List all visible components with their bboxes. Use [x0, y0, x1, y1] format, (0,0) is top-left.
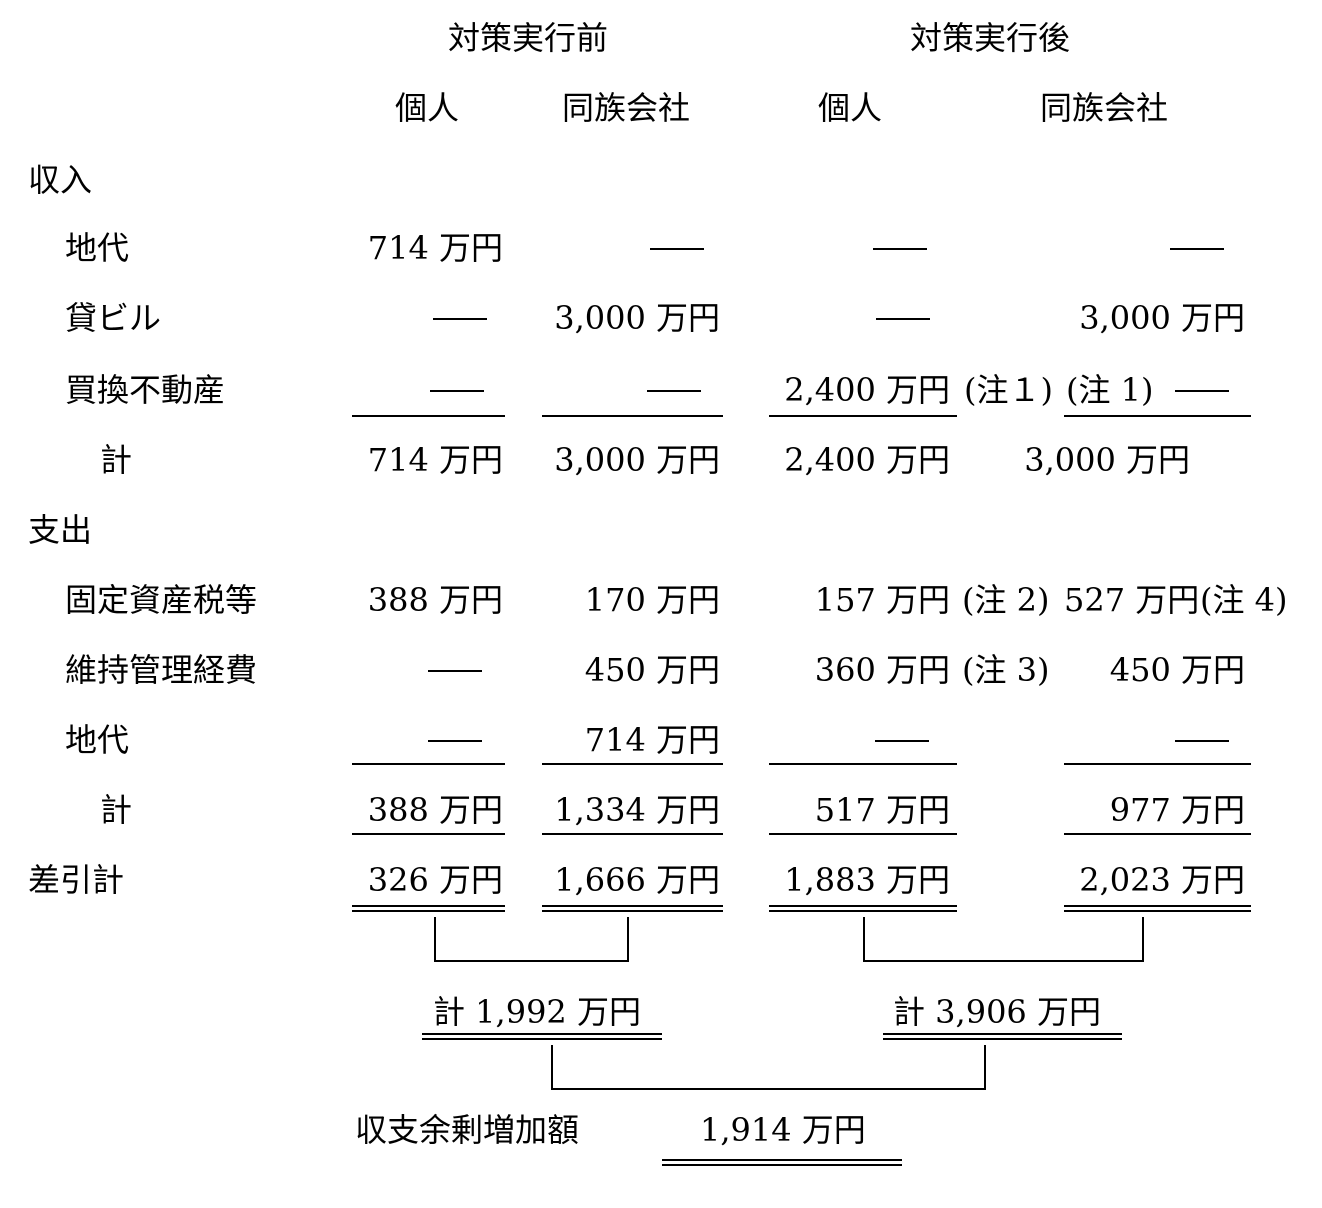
dash	[430, 390, 484, 392]
bracket	[434, 960, 629, 962]
note-2: (注 2)	[962, 581, 1050, 619]
income-total-before-company: 3,000 万円	[554, 441, 720, 479]
bracket	[984, 1045, 986, 1089]
dash	[1175, 390, 1229, 392]
underline	[769, 415, 957, 417]
expense-property-tax-after-company: 527 万円	[1064, 581, 1200, 619]
note-1b: (注 1)	[1066, 371, 1154, 409]
double-underline	[352, 905, 505, 912]
expense-total-before-company: 1,334 万円	[554, 791, 720, 829]
dash	[875, 740, 929, 742]
income-land-rent-before-individual: 714 万円	[367, 229, 503, 267]
bracket	[863, 917, 865, 961]
expense-property-tax-before-company: 170 万円	[584, 581, 720, 619]
expense-land-rent-label: 地代	[65, 721, 130, 759]
income-rental-building-label: 貸ビル	[65, 299, 162, 337]
bracket	[551, 1088, 986, 1090]
underline	[769, 833, 957, 835]
dash	[428, 740, 482, 742]
header-before-individual: 個人	[395, 89, 460, 127]
double-underline	[422, 1033, 662, 1040]
double-underline	[769, 905, 957, 912]
double-underline	[883, 1033, 1122, 1040]
underline	[542, 415, 723, 417]
underline	[1064, 833, 1251, 835]
expense-land-rent-before-company: 714 万円	[584, 721, 720, 759]
income-rental-building-after-company: 3,000 万円	[1079, 299, 1245, 337]
expense-total-before-individual: 388 万円	[367, 791, 503, 829]
double-underline	[662, 1159, 902, 1166]
surplus-label: 収支余剰増加額	[355, 1111, 580, 1149]
bracket	[434, 917, 436, 961]
note-4: (注 4)	[1200, 581, 1288, 619]
income-replacement-after-individual: 2,400 万円	[784, 371, 950, 409]
income-replacement-label: 買換不動産	[65, 371, 226, 409]
underline	[352, 833, 505, 835]
income-total-after-company: 3,000 万円	[1024, 441, 1190, 479]
expense-property-tax-after-individual: 157 万円	[814, 581, 950, 619]
underline	[352, 415, 505, 417]
dash	[873, 248, 927, 250]
expense-total-after-company: 977 万円	[1109, 791, 1245, 829]
expense-property-tax-before-individual: 388 万円	[367, 581, 503, 619]
net-before-company: 1,666 万円	[554, 861, 720, 899]
bracket	[627, 917, 629, 961]
dash	[428, 670, 482, 672]
bracket	[551, 1045, 553, 1089]
sum-before: 計 1,992 万円	[433, 993, 641, 1031]
underline	[769, 763, 957, 765]
net-after-company: 2,023 万円	[1079, 861, 1245, 899]
dash	[1175, 740, 1229, 742]
expense-label: 支出	[28, 511, 93, 549]
bracket	[1142, 917, 1144, 961]
underline	[542, 763, 723, 765]
dash	[876, 318, 930, 320]
income-total-before-individual: 714 万円	[367, 441, 503, 479]
bracket	[863, 960, 1144, 962]
double-underline	[1064, 905, 1251, 912]
income-rental-building-before-company: 3,000 万円	[554, 299, 720, 337]
note-3: (注 3)	[962, 651, 1050, 689]
expense-maintenance-after-individual: 360 万円	[814, 651, 950, 689]
income-total-label: 計	[100, 441, 133, 479]
surplus-value: 1,914 万円	[700, 1111, 866, 1149]
underline	[352, 763, 505, 765]
net-after-individual: 1,883 万円	[784, 861, 950, 899]
sum-after: 計 3,906 万円	[893, 993, 1101, 1031]
underline	[542, 833, 723, 835]
expense-property-tax-label: 固定資産税等	[65, 581, 258, 619]
header-after-individual: 個人	[818, 89, 883, 127]
income-land-rent-label: 地代	[65, 229, 130, 267]
dash	[647, 390, 701, 392]
expense-maintenance-before-company: 450 万円	[584, 651, 720, 689]
dash	[650, 248, 704, 250]
expense-maintenance-label: 維持管理経費	[65, 651, 258, 689]
header-before-company: 同族会社	[562, 89, 691, 127]
dash	[433, 318, 487, 320]
note-1: (注１)	[964, 371, 1053, 409]
underline	[1064, 415, 1251, 417]
net-label: 差引計	[28, 861, 125, 899]
income-total-after-individual: 2,400 万円	[784, 441, 950, 479]
header-after: 対策実行後	[910, 19, 1071, 57]
header-before: 対策実行前	[448, 19, 609, 57]
net-before-individual: 326 万円	[367, 861, 503, 899]
expense-total-label: 計	[100, 791, 133, 829]
income-label: 収入	[28, 161, 93, 199]
expense-maintenance-after-company: 450 万円	[1109, 651, 1245, 689]
header-after-company: 同族会社	[1040, 89, 1169, 127]
double-underline	[542, 905, 723, 912]
underline	[1064, 763, 1251, 765]
expense-total-after-individual: 517 万円	[814, 791, 950, 829]
dash	[1170, 248, 1224, 250]
